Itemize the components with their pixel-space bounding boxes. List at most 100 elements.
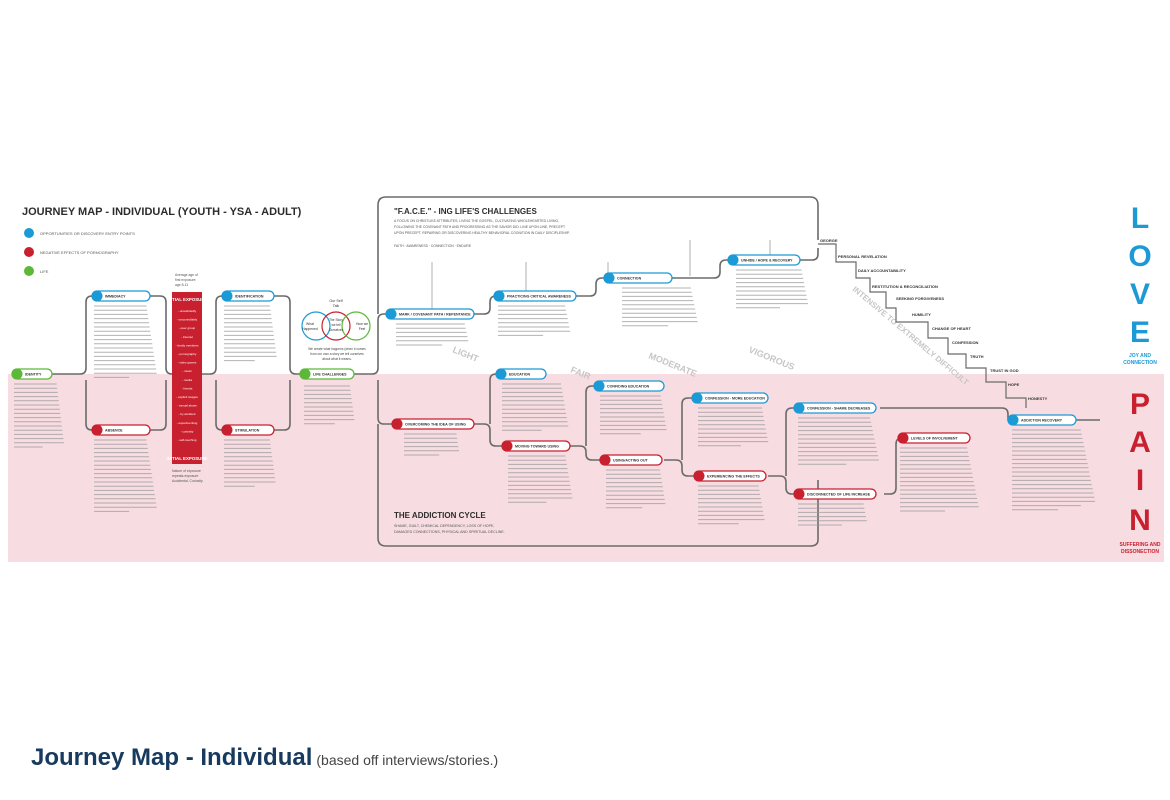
- love-letter: E: [1130, 316, 1150, 349]
- caption-title: Journey Map - Individual: [31, 744, 313, 771]
- pain-letter: N: [1129, 504, 1151, 537]
- node-dot: [693, 470, 705, 482]
- node-label: EDUCATION: [509, 373, 531, 377]
- node-dot: [1007, 414, 1019, 426]
- node-dot: [11, 368, 23, 380]
- exposure-item: - video games: [178, 361, 197, 365]
- love-sub: JOY AND: [1129, 353, 1151, 359]
- love-letter: L: [1131, 202, 1149, 235]
- flow-lines: [12, 196, 1100, 547]
- face-line: UPON PRECEPT. REPAIRING OR DISCOVERING H…: [394, 231, 570, 235]
- exposure-item: - internet: [181, 335, 193, 339]
- face-header: "F.A.C.E." - ING LIFE'S CHALLENGES A FOC…: [394, 207, 570, 248]
- initial-exposure-title: INITIAL EXPOSURE: [167, 297, 208, 302]
- node-dot: [221, 424, 233, 436]
- node-label: CONNECTION: [617, 277, 642, 281]
- legend: OPPORTUNITIES OR DISCOVERY ENTRY POINTS …: [24, 228, 135, 276]
- venn-label: Happened: [302, 327, 318, 331]
- pain-subtitle: SUFFERING AND DISSONECTION: [1120, 542, 1161, 555]
- venn-label: Our Self: [329, 299, 342, 303]
- node-dot: [897, 432, 909, 444]
- exposure-item: - self-touching: [178, 438, 197, 442]
- exposure-item: - family members: [175, 343, 199, 347]
- stair-label: PERSONAL REVELATION: [838, 254, 887, 259]
- node-label: OVERCOMING THE IDEA OF USING: [405, 423, 466, 427]
- pain-sub: DISSONECTION: [1121, 549, 1159, 555]
- node-dot: [603, 272, 615, 284]
- love-letter: V: [1130, 278, 1150, 311]
- node-moving-toward: MOVING TOWARD USING: [501, 440, 571, 452]
- node-using: USING/ACTING OUT: [599, 454, 663, 466]
- legend-dot-green: [24, 266, 34, 276]
- node-confession-shame: CONFESSION - SHAME DECREASES: [793, 402, 877, 414]
- venn-label: The Story: [329, 318, 343, 322]
- face-line: A FOCUS ON CHRISTLIKE ATTRIBUTES, LIVING…: [394, 219, 559, 223]
- node-dot: [385, 308, 397, 320]
- node-dot: [593, 380, 605, 392]
- exposure-note: first exposure:: [175, 278, 196, 282]
- stage-nodes: IDENTITYIMMEDIACYABSENCEIDENTIFICATIONST…: [11, 254, 1077, 500]
- exposure-item: - music: [182, 369, 192, 373]
- node-label: IMMEDIACY: [105, 295, 126, 299]
- node-label: CONFIDING EDUCATION: [607, 385, 650, 389]
- node-confiding: CONFIDING EDUCATION: [593, 380, 665, 392]
- exposure-item: - uncontrollably: [177, 318, 198, 322]
- pain-letters: P A I N: [1129, 388, 1151, 537]
- addiction-title: THE ADDICTION CYCLE: [394, 511, 486, 520]
- node-label: USING/ACTING OUT: [613, 459, 649, 463]
- initial-exposure-column: Average age of first exposure: age 8-11 …: [167, 273, 208, 483]
- addiction-cycle: THE ADDICTION CYCLE SHAME, GUILT, CHEMIC…: [394, 511, 505, 534]
- venn-label: How we: [356, 322, 368, 326]
- node-dot: [501, 440, 513, 452]
- stair-label: GEORGE: [820, 238, 838, 243]
- node-label: DISCONNECTED OF LIFE INCREASE: [807, 493, 871, 497]
- node-connection: CONNECTION: [603, 272, 673, 284]
- node-unhide: UNHIDE / HOPE & RECOVERY: [727, 254, 801, 266]
- node-disconnect: DISCONNECTED OF LIFE INCREASE: [793, 488, 877, 500]
- pain-letter: I: [1136, 464, 1144, 497]
- exposure-item: - media: [182, 378, 192, 382]
- node-dot: [391, 418, 403, 430]
- stair-label: DAILY ACCOUNTABILITY: [858, 268, 906, 273]
- stair-label: CHANGE OF HEART: [932, 326, 971, 331]
- venn-label: we tell: [331, 323, 340, 327]
- venn-note: We create what happens (when it comes: [308, 347, 366, 351]
- pain-letter: A: [1129, 426, 1151, 459]
- stair-label: SEEKING FORGIVENESS: [896, 296, 944, 301]
- node-identity: IDENTITY: [11, 368, 53, 380]
- node-label: ABSENCE: [105, 429, 123, 433]
- caption: Journey Map - Individual(based off inter…: [31, 744, 498, 772]
- exposure-item: - explicit images: [176, 395, 198, 399]
- node-absence: ABSENCE: [91, 424, 151, 436]
- venn-label: What: [306, 322, 314, 326]
- node-life-challenges: LIFE CHALLENGES: [299, 368, 355, 380]
- legend-dot-blue: [24, 228, 34, 238]
- node-label: LEVELS OF INVOLVEMENT: [911, 437, 958, 441]
- stair-label: HUMILITY: [912, 312, 931, 317]
- exposure-item: - unsolicitedly: [178, 309, 197, 313]
- stair-label: RESTITUTION & RECONCILIATION: [872, 284, 938, 289]
- pain-sub: SUFFERING AND: [1120, 542, 1161, 548]
- node-stimulation: STIMULATION: [221, 424, 275, 436]
- node-dot: [727, 254, 739, 266]
- love-subtitle: JOY AND CONNECTION: [1123, 353, 1157, 366]
- node-label: ADDICTION RECOVERY: [1021, 419, 1063, 423]
- node-mark-covenant: MARK / COVENANT PATH / REPENTANCE: [385, 308, 475, 320]
- exposure-items: - unsolicitedly- uncontrollably- peer gr…: [175, 309, 199, 442]
- staircase: [818, 243, 1027, 408]
- legend-label: LIFE: [40, 269, 49, 274]
- exposure-note: age 8-11: [175, 283, 188, 287]
- love-sub: CONNECTION: [1123, 360, 1157, 366]
- node-dot: [221, 290, 233, 302]
- node-levels: LEVELS OF INVOLVEMENT: [897, 432, 971, 444]
- caption-subtitle: (based off interviews/stories.): [316, 752, 499, 768]
- node-practicing: PRACTICING CRITICAL AWARENESS: [493, 290, 577, 302]
- exposure-item: - curiosity: [181, 429, 194, 433]
- node-dot: [495, 368, 507, 380]
- venn-note: about what it means.: [322, 357, 352, 361]
- node-confession-ed: CONFESSION - MORE EDUCATION: [691, 392, 769, 404]
- node-dot: [691, 392, 703, 404]
- face-line: FOLLOWING THE COVENANT PATH AND PROGRESS…: [394, 225, 565, 229]
- venn-circle-what: [301, 311, 331, 341]
